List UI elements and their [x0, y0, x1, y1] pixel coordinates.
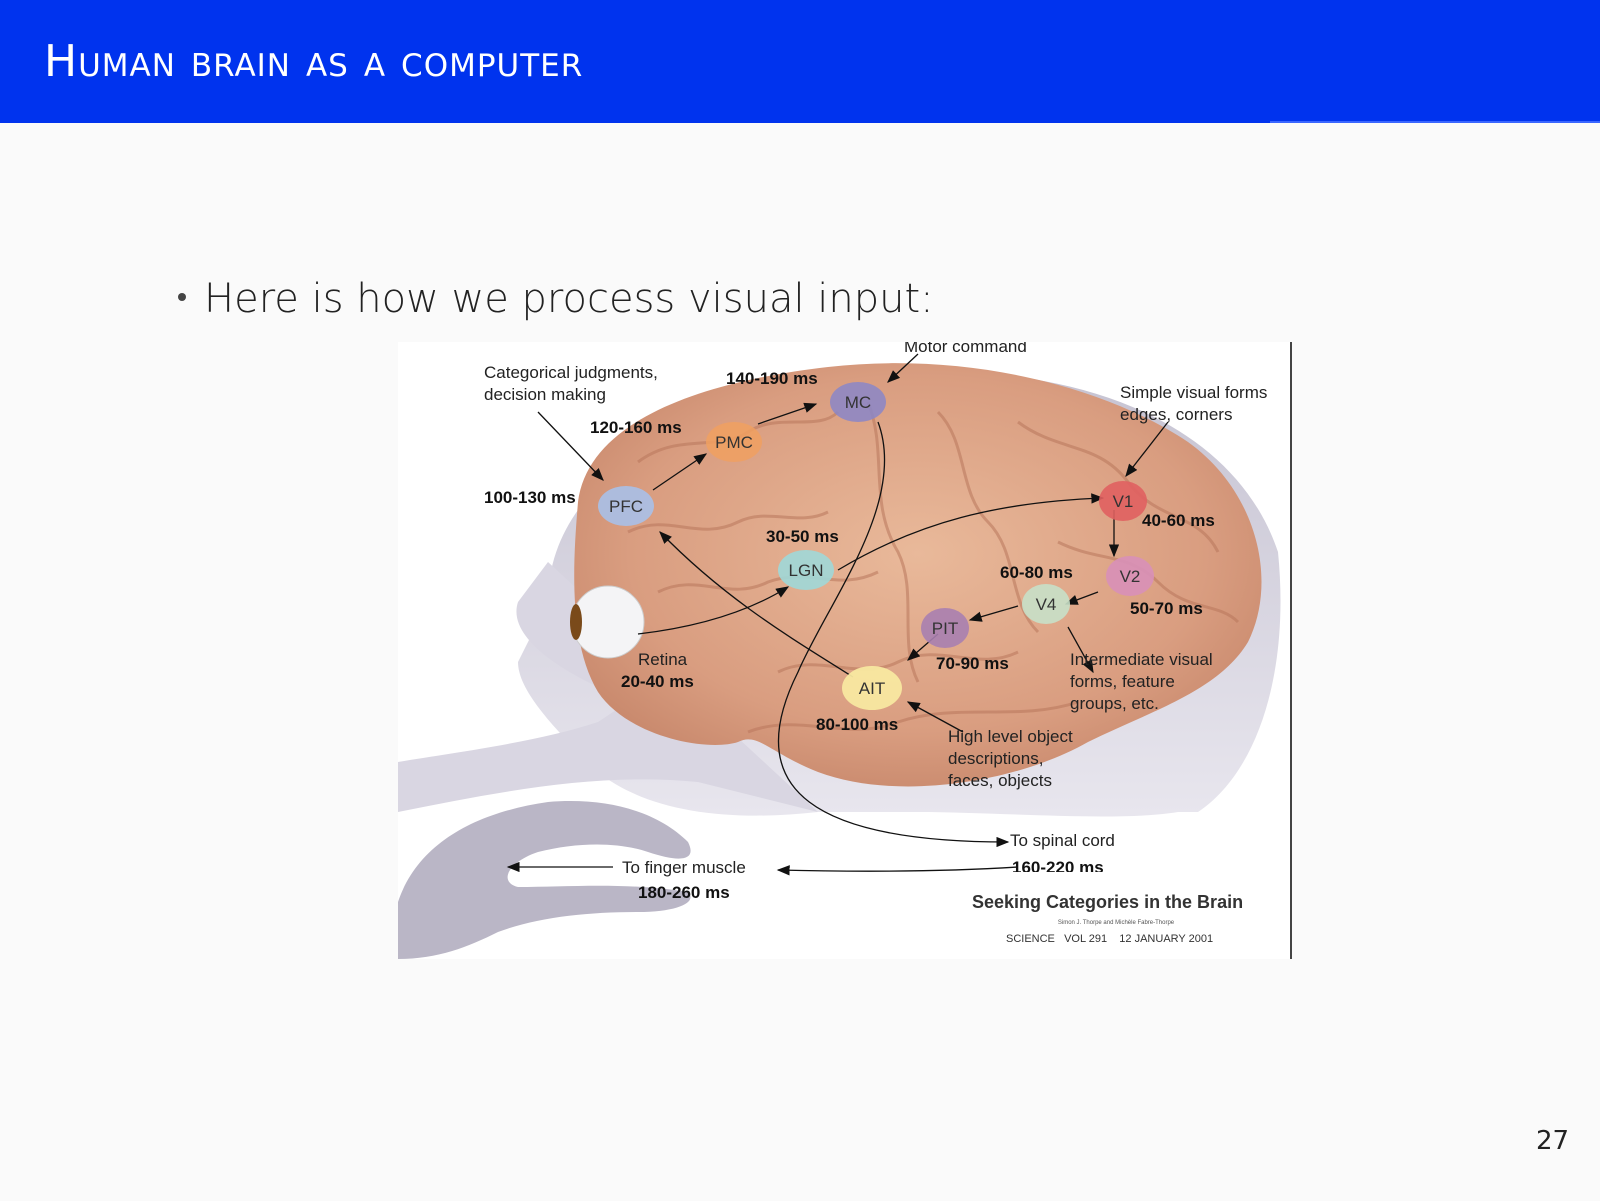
timing-retina: 20-40 ms — [621, 672, 694, 691]
node-lgn-label: LGN — [789, 561, 824, 580]
node-v2-label: V2 — [1120, 567, 1141, 586]
citation-title: Seeking Categories in the Brain — [972, 892, 1243, 912]
bullet-item: Here is how we process visual input: — [178, 276, 934, 322]
label-simple-1: Simple visual forms — [1120, 383, 1267, 402]
bullet-text: Here is how we process visual input: — [204, 276, 934, 322]
node-pit — [921, 608, 969, 648]
node-pmc — [706, 422, 762, 462]
label-intermediate-2: forms, feature — [1070, 672, 1175, 691]
node-v2 — [1106, 556, 1154, 596]
citation-journal: SCIENCE VOL 291 12 JANUARY 2001 — [1006, 933, 1213, 945]
brain-region-nodes: MC PMC PFC LGN V1 V2 V4 PIT AIT — [598, 382, 1154, 710]
label-categorical-1: Categorical judgments, — [484, 363, 658, 382]
node-v4-label: V4 — [1036, 595, 1057, 614]
pathway-arrows — [506, 353, 1169, 876]
label-high-1: High level object — [948, 727, 1073, 746]
label-high-2: descriptions, — [948, 749, 1043, 768]
timing-labels: 140-190 ms 120-160 ms 100-130 ms 30-50 m… — [484, 369, 1215, 902]
timing-lgn: 30-50 ms — [766, 527, 839, 546]
node-mc — [830, 382, 886, 422]
timing-ait: 80-100 ms — [816, 715, 898, 734]
node-v1-label: V1 — [1113, 492, 1134, 511]
timing-v4: 60-80 ms — [1000, 563, 1073, 582]
node-v1 — [1099, 481, 1147, 521]
timing-pmc: 120-160 ms — [590, 418, 682, 437]
node-ait — [842, 666, 902, 710]
brain-diagram: MC PMC PFC LGN V1 V2 V4 PIT AIT 140-190 … — [398, 342, 1281, 959]
node-lgn — [778, 550, 834, 590]
timing-pfc: 100-130 ms — [484, 488, 576, 507]
title-bar-accent-line — [1270, 121, 1600, 123]
slide-title: Human brain as a computer — [44, 36, 584, 87]
label-spinal: To spinal cord — [1010, 831, 1115, 850]
page-number: 27 — [1536, 1126, 1570, 1156]
citation-block: Seeking Categories in the Brain Simon J.… — [968, 872, 1264, 945]
label-intermediate-3: groups, etc. — [1070, 694, 1159, 713]
node-pmc-label: PMC — [715, 433, 753, 452]
node-pfc-label: PFC — [609, 497, 643, 516]
timing-v2: 50-70 ms — [1130, 599, 1203, 618]
label-categorical-2: decision making — [484, 385, 606, 404]
eye-icon — [571, 585, 645, 659]
brain-processing-figure: MC PMC PFC LGN V1 V2 V4 PIT AIT 140-190 … — [398, 342, 1292, 959]
iris-icon — [570, 604, 582, 640]
label-retina: Retina — [638, 650, 688, 669]
timing-mc: 140-190 ms — [726, 369, 818, 388]
title-bar — [0, 0, 1600, 123]
brain-shape — [574, 363, 1262, 787]
label-finger: To finger muscle — [622, 858, 746, 877]
citation-authors: Simon J. Thorpe and Michèle Fabre-Thorpe — [1058, 920, 1175, 926]
bullet-dot-icon — [178, 293, 186, 301]
node-mc-label: MC — [845, 393, 871, 412]
node-ait-label: AIT — [859, 679, 885, 698]
timing-finger: 180-260 ms — [638, 883, 730, 902]
descriptive-labels: Motor command Categorical judgments, dec… — [484, 342, 1267, 877]
label-intermediate-1: Intermediate visual — [1070, 650, 1213, 669]
label-high-3: faces, objects — [948, 771, 1052, 790]
timing-v1: 40-60 ms — [1142, 511, 1215, 530]
label-simple-2: edges, corners — [1120, 405, 1232, 424]
citation-background — [968, 872, 1264, 942]
timing-pit: 70-90 ms — [936, 654, 1009, 673]
node-v4 — [1022, 584, 1070, 624]
node-pfc — [598, 486, 654, 526]
label-motor-command: Motor command — [904, 342, 1027, 356]
node-pit-label: PIT — [932, 619, 958, 638]
hand-silhouette — [398, 801, 691, 959]
